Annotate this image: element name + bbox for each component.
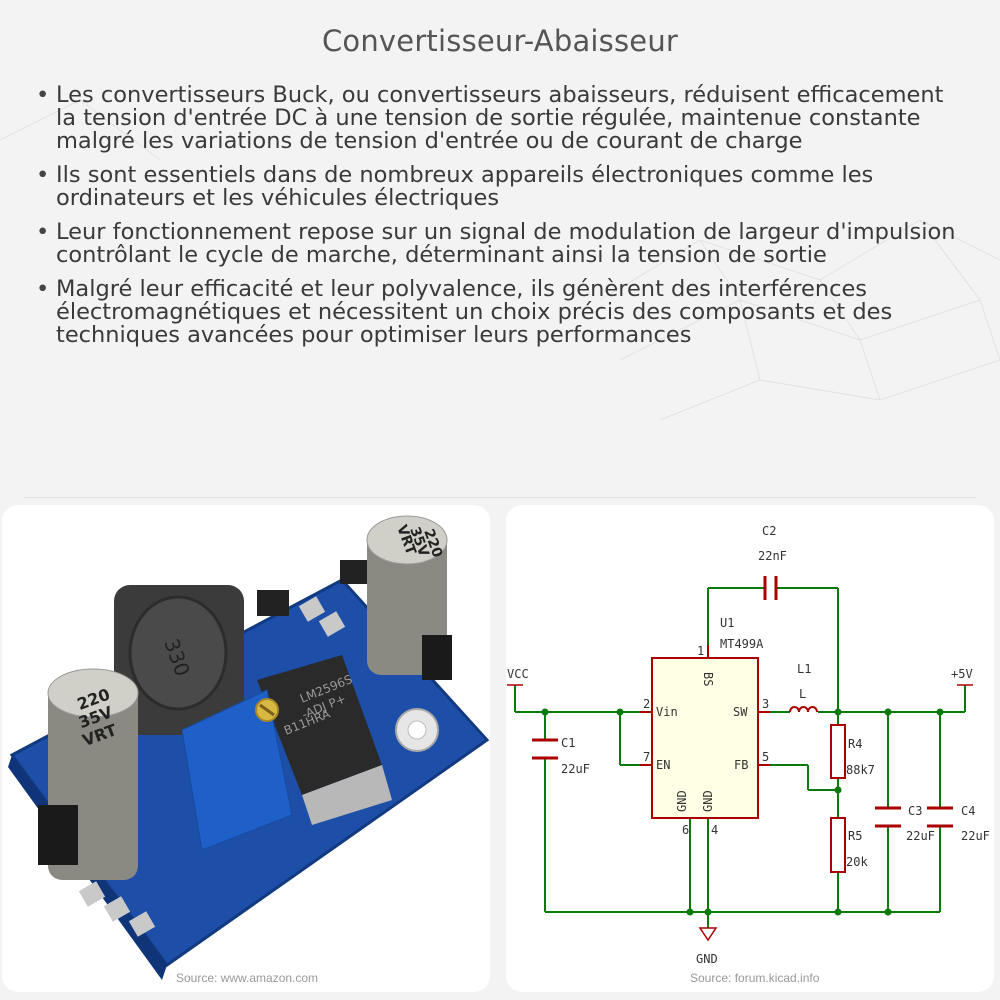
bullet-list: Les convertisseurs Buck, ou convertisseu… xyxy=(36,84,966,358)
junction-dots xyxy=(541,708,944,916)
r4-ref: R4 xyxy=(848,737,862,751)
l1-ref: L1 xyxy=(797,662,811,676)
capacitor-c4-icon xyxy=(927,806,953,828)
r5-value: 20k xyxy=(846,855,868,869)
bullet-item: Les convertisseurs Buck, ou convertisseu… xyxy=(36,84,966,153)
pin-vin-label: Vin xyxy=(656,705,678,719)
r4-value: 88k7 xyxy=(846,763,875,777)
potentiometer xyxy=(181,689,293,851)
pin-number: 2 xyxy=(643,697,650,711)
c1-value: 22uF xyxy=(561,762,590,776)
c3-ref: C3 xyxy=(908,804,922,818)
r5-ref: R5 xyxy=(848,829,862,843)
resistor-r4-icon xyxy=(830,724,846,779)
pin-number: 1 xyxy=(697,644,704,658)
diode-component xyxy=(257,590,289,616)
ic-u1-body xyxy=(651,657,759,819)
c2-value: 22nF xyxy=(758,549,787,563)
product-photo-panel: 330 LM2596S -ADJ P+ B11HRA 220 35V VRT xyxy=(2,505,490,992)
photo-source: Source: www.amazon.com xyxy=(176,971,319,985)
buck-schematic: C2 22nF U1 MT499A L1 L VCC +5V GND C1 22… xyxy=(507,524,990,966)
c1-ref: C1 xyxy=(561,736,575,750)
bullet-item: Ils sont essentiels dans de nombreux app… xyxy=(36,164,966,210)
vcc-label: VCC xyxy=(507,667,529,681)
regulator-chip: LM2596S -ADJ P+ B11HRA xyxy=(257,655,392,825)
capacitor-c1-icon xyxy=(532,738,558,760)
pin-en-label: EN xyxy=(656,758,670,772)
pin-sw-label: SW xyxy=(733,705,748,719)
c4-value: 22uF xyxy=(961,829,990,843)
schematic-source: Source: forum.kicad.info xyxy=(690,971,820,985)
c4-ref: C4 xyxy=(961,804,975,818)
inductor-l1-icon xyxy=(789,706,818,713)
pin-fb-label: FB xyxy=(734,758,748,772)
pin-gnd-label: GND xyxy=(675,790,689,812)
pin-gnd-label: GND xyxy=(701,790,715,812)
pin-bs-label: BS xyxy=(701,672,715,686)
l1-value: L xyxy=(799,687,806,701)
ground-icon xyxy=(698,927,718,942)
gnd-label: GND xyxy=(696,952,718,966)
plus5v-label: +5V xyxy=(951,667,973,681)
bullet-item: Malgré leur efficacité et leur polyvalen… xyxy=(36,278,966,347)
capacitor-right: VRT 35V 220 xyxy=(366,515,452,680)
pin-number: 4 xyxy=(711,823,718,837)
pin-number: 5 xyxy=(762,750,769,764)
capacitor-c3-icon xyxy=(875,806,901,828)
u1-ref: U1 xyxy=(720,616,734,630)
u1-value: MT499A xyxy=(720,637,764,651)
pin-number: 6 xyxy=(682,823,689,837)
bullet-item: Leur fonctionnement repose sur un signal… xyxy=(36,221,966,267)
c2-ref: C2 xyxy=(762,524,776,538)
capacitor-left: 220 35V VRT xyxy=(38,668,139,880)
capacitor-c2-icon xyxy=(763,576,778,600)
schematic-panel: C2 22nF U1 MT499A L1 L VCC +5V GND C1 22… xyxy=(506,505,994,992)
inductor-component: 330 xyxy=(114,585,244,735)
page-title: Convertisseur-Abaisseur xyxy=(321,24,679,58)
pin-number: 7 xyxy=(643,750,650,764)
divider xyxy=(24,497,976,498)
pin-number: 3 xyxy=(762,697,769,711)
c3-value: 22uF xyxy=(906,829,935,843)
buck-module-illustration: 330 LM2596S -ADJ P+ B11HRA 220 35V VRT xyxy=(8,515,490,980)
resistor-r5-icon xyxy=(830,817,846,873)
